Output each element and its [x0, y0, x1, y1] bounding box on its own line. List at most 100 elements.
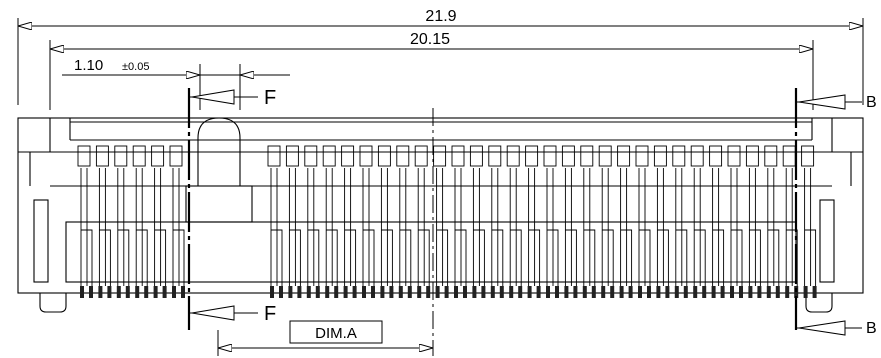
contact-slot [543, 145, 557, 167]
dim-a-label: DIM.A [315, 325, 357, 342]
solder-tail [162, 286, 167, 298]
contact-bend [694, 229, 706, 286]
contact-bend [363, 229, 375, 286]
contact-slot [764, 145, 778, 167]
solder-tail [334, 286, 339, 298]
contact-slot [414, 145, 428, 167]
solder-tail [288, 286, 293, 298]
contact-bend [510, 229, 522, 286]
solder-tail [172, 286, 176, 298]
solder-tail [803, 286, 808, 298]
solder-tail [407, 286, 412, 298]
contact-slot [95, 145, 109, 167]
overall-width-label: 21.9 [425, 8, 456, 25]
dim-a-box [289, 320, 383, 344]
solder-tail [481, 286, 486, 298]
contact-bend [712, 229, 725, 286]
solder-tail [674, 286, 679, 298]
solder-tail [711, 286, 716, 298]
solder-tail [564, 286, 569, 298]
contact-bend [136, 229, 148, 286]
solder-tail [306, 286, 311, 298]
contact-bend [749, 229, 761, 286]
solder-tail [472, 286, 477, 298]
contact-slot [396, 145, 410, 167]
contact-bend [381, 229, 393, 286]
offset-tolerance-label: ±0.05 [122, 61, 149, 73]
solder-tail [454, 286, 458, 298]
solder-tail [546, 286, 550, 298]
solder-tail [739, 286, 743, 298]
contact-bend [154, 229, 167, 286]
contact-slot [598, 145, 612, 167]
contact-slot [469, 145, 483, 167]
contact-bend [547, 229, 559, 286]
contact-bend [786, 229, 798, 286]
solder-tail [181, 286, 185, 298]
solder-tail [153, 286, 158, 298]
solder-tail [343, 286, 348, 298]
contact-bend [173, 229, 185, 286]
solder-tail [380, 286, 385, 298]
solder-tail [757, 286, 762, 298]
right-mount-foot [805, 293, 833, 313]
solder-tail [573, 286, 578, 298]
contact-slot [653, 145, 667, 167]
housing-outline [17, 117, 864, 294]
solder-tail [527, 286, 532, 298]
solder-tail [107, 286, 112, 298]
solder-tail-array [80, 286, 817, 298]
contact-array [77, 145, 817, 286]
contact-bend [455, 229, 467, 286]
contact-slot [488, 145, 502, 167]
contact-slot [359, 145, 373, 167]
solder-tail [638, 286, 642, 298]
solder-tail [647, 286, 651, 298]
section-label-f-bottom: F [264, 303, 276, 325]
contact-slot [506, 145, 520, 167]
contact-bend [767, 229, 780, 286]
contact-bend [583, 229, 596, 286]
solder-tail [785, 286, 790, 298]
solder-tail [352, 286, 357, 298]
contact-slot [709, 145, 723, 167]
solder-tail [125, 286, 130, 298]
contact-slot [672, 145, 686, 167]
solder-tail [720, 286, 725, 298]
contact-bend [491, 229, 504, 286]
solder-tail [315, 286, 320, 298]
contact-slot [114, 145, 128, 167]
pitch-span-label: 20.15 [410, 31, 450, 48]
left-mount-foot [39, 293, 67, 313]
solder-tail [389, 286, 394, 298]
contact-slot [322, 145, 336, 167]
contact-bend [804, 229, 817, 286]
section-label-f-top: F [264, 87, 276, 109]
solder-tail [812, 286, 817, 298]
contact-bend [99, 229, 111, 286]
solder-tail [297, 286, 302, 298]
contact-slot [285, 145, 299, 167]
solder-tail [89, 286, 93, 298]
left-side-slot [33, 199, 49, 283]
contact-bend [731, 229, 743, 286]
solder-tail [444, 286, 449, 298]
contact-slot [727, 145, 741, 167]
solder-tail [499, 286, 504, 298]
solder-tail [702, 286, 707, 298]
contact-bend [639, 229, 651, 286]
key-slot [185, 185, 253, 223]
key-post [197, 117, 241, 186]
offset-label: 1.10 [74, 57, 103, 74]
section-lines [187, 88, 862, 336]
solder-tail [555, 286, 559, 298]
contact-slot [690, 145, 704, 167]
contact-slot [617, 145, 631, 167]
contact-slot [433, 145, 447, 167]
solder-tail [775, 286, 780, 298]
contact-slot [580, 145, 594, 167]
contact-slot [304, 145, 318, 167]
solder-tail [116, 286, 121, 298]
contact-slot [132, 145, 146, 167]
